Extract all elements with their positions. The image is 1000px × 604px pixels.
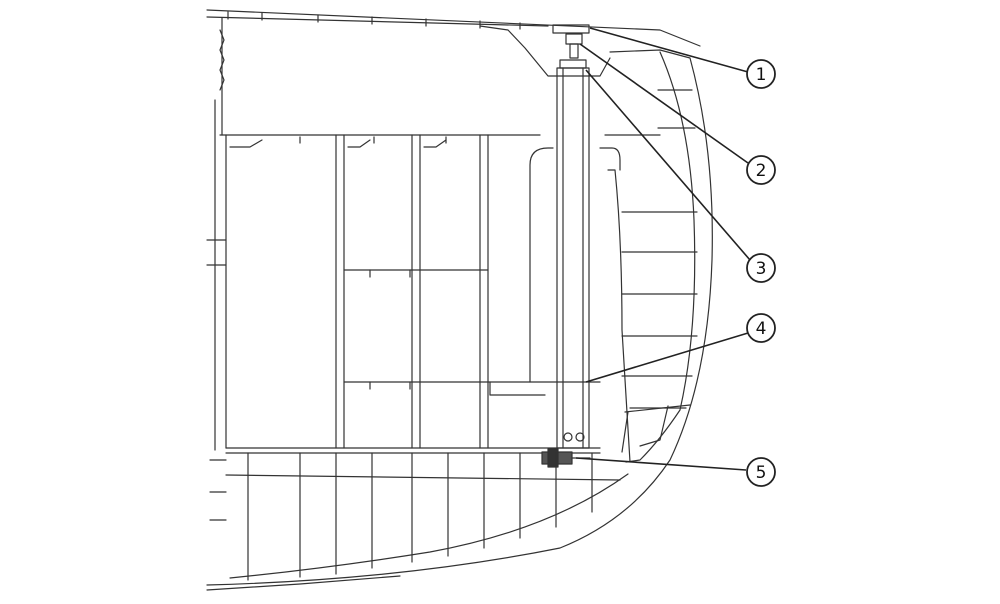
leader-3 bbox=[585, 69, 751, 261]
double-bottom bbox=[225, 452, 621, 581]
hull-stem bbox=[206, 49, 713, 591]
main-deck bbox=[206, 9, 701, 47]
callout-4: 4 bbox=[746, 313, 776, 343]
hold-structure bbox=[219, 134, 661, 454]
leader-5 bbox=[575, 457, 747, 471]
shaft-top-housing bbox=[552, 24, 590, 69]
pillar-right bbox=[599, 147, 621, 171]
stringers bbox=[343, 269, 601, 396]
lower-cutout bbox=[621, 404, 691, 453]
callout-1-label: 1 bbox=[756, 65, 767, 85]
leader-1 bbox=[589, 27, 749, 73]
drive-unit bbox=[541, 448, 591, 468]
leader-4 bbox=[585, 332, 749, 383]
deck-beam-ticks bbox=[227, 11, 521, 30]
deck-girder bbox=[479, 25, 611, 77]
callout-4-label: 4 bbox=[756, 319, 767, 339]
callouts: 1 2 3 4 5 bbox=[746, 59, 776, 487]
callout-1: 1 bbox=[746, 59, 776, 89]
callout-3: 3 bbox=[746, 253, 776, 283]
callout-3-label: 3 bbox=[756, 259, 767, 279]
callout-2: 2 bbox=[746, 155, 776, 185]
pillar-left bbox=[529, 147, 554, 383]
callout-5-label: 5 bbox=[756, 463, 767, 483]
leader-2 bbox=[579, 43, 749, 164]
shaft-opening-2 bbox=[575, 432, 585, 442]
inner-shell bbox=[607, 51, 696, 463]
leader-lines bbox=[575, 27, 751, 471]
shaft-opening-1 bbox=[563, 432, 573, 442]
callout-2-label: 2 bbox=[756, 161, 767, 181]
callout-5: 5 bbox=[746, 457, 776, 487]
shaft-trunk bbox=[556, 67, 590, 449]
aft-structure bbox=[206, 17, 227, 521]
bracket-ticks bbox=[229, 136, 447, 390]
